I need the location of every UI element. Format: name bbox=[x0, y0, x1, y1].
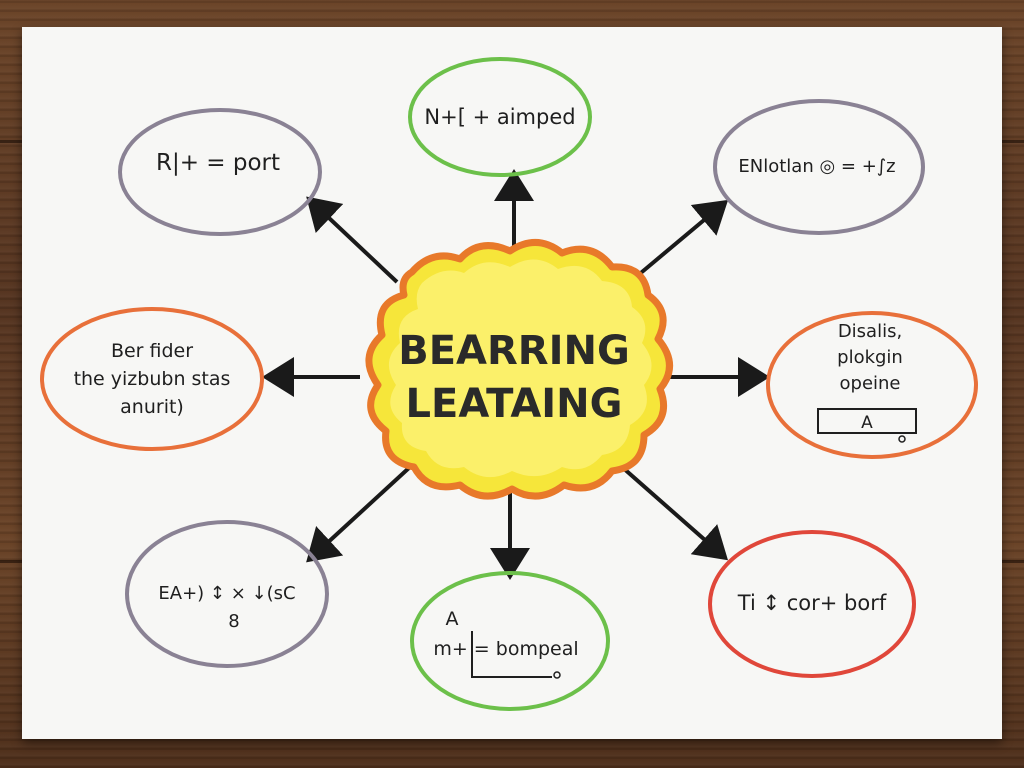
node-bottom-text-line1: A bbox=[446, 608, 459, 630]
node-bottom-left: EA+) ↕ × ↓(sC 8 bbox=[125, 520, 329, 668]
center-title-line2: LEATAING bbox=[406, 381, 623, 427]
node-top-right: ENlotlan ◎ = +∫z bbox=[713, 99, 925, 235]
node-left-bubble bbox=[40, 307, 264, 451]
node-bottom-underline bbox=[471, 631, 552, 678]
node-top-left: R|+ = port bbox=[118, 108, 322, 236]
node-bottom-left-text-line2: 8 bbox=[228, 611, 239, 632]
node-left: Ber fider the yizbubn stas anurit) bbox=[40, 307, 264, 451]
node-top-text: N+[ + aimped bbox=[424, 105, 575, 129]
node-top: N+[ + aimped bbox=[408, 57, 592, 177]
node-bottom: A m+ = bompeal bbox=[410, 571, 610, 711]
node-right-text-line1: Disalis, bbox=[838, 321, 902, 342]
node-top-left-text: R|+ = port bbox=[156, 150, 280, 176]
node-right-text-line3: opeine bbox=[840, 373, 901, 394]
center-node: BEARRING LEATAING bbox=[365, 239, 673, 500]
node-right-bubble bbox=[766, 311, 978, 459]
arrow-to-top-right bbox=[628, 199, 729, 284]
node-right-box bbox=[817, 408, 917, 434]
arrow-to-top-left bbox=[306, 196, 399, 284]
node-right-dot bbox=[898, 435, 906, 443]
node-bottom-bubble bbox=[410, 571, 610, 711]
mind-map-diagram: BEARRING LEATAING R|+ = port N+[ + aimpe… bbox=[40, 57, 978, 711]
node-bottom-left-bubble bbox=[125, 520, 329, 668]
node-top-left-bubble bbox=[118, 108, 322, 236]
node-right-text-line2: plokgin bbox=[837, 347, 903, 368]
node-bottom-right-bubble bbox=[708, 530, 916, 678]
node-bottom-left-text-line1: EA+) ↕ × ↓(sC bbox=[158, 583, 295, 604]
node-right: Disalis, plokgin opeine A bbox=[766, 311, 978, 459]
node-left-text-line1: Ber fider bbox=[111, 340, 193, 362]
node-bottom-right: Ti ↕ cor+ borf bbox=[708, 530, 916, 678]
node-top-right-text: ENlotlan ◎ = +∫z bbox=[738, 156, 895, 177]
node-left-text-line3: anurit) bbox=[120, 396, 184, 418]
node-bottom-dot bbox=[553, 671, 561, 679]
node-top-right-bubble bbox=[713, 99, 925, 235]
center-burst-inner bbox=[388, 259, 652, 478]
arrow-to-bottom-left bbox=[306, 465, 412, 563]
node-right-box-label: A bbox=[861, 413, 873, 433]
node-bottom-text-line2: m+ = bompeal bbox=[433, 638, 578, 660]
node-bottom-right-text: Ti ↕ cor+ borf bbox=[737, 591, 887, 615]
center-title-line1: BEARRING bbox=[398, 328, 630, 374]
connector-arrows bbox=[262, 169, 770, 580]
node-left-text-line2: the yizbubn stas bbox=[74, 368, 231, 390]
arrow-to-bottom-right bbox=[620, 465, 729, 561]
node-top-bubble bbox=[408, 57, 592, 177]
